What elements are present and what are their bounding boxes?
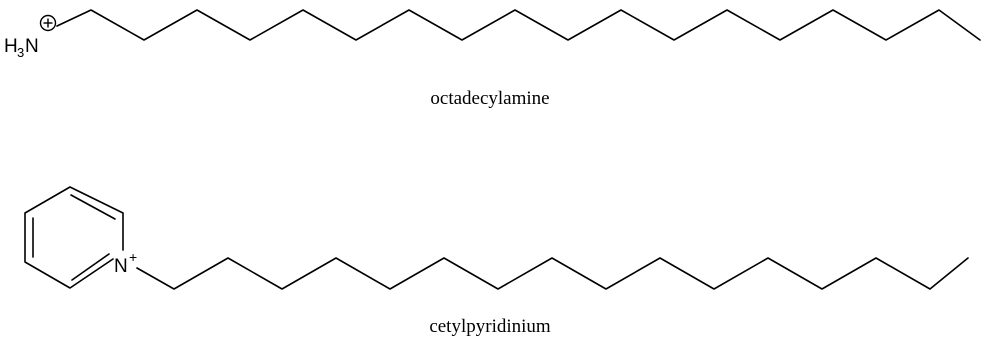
alkyl-chain-c18 xyxy=(56,9,981,41)
ammonium-head-group: H 3 N xyxy=(4,14,57,60)
ring-double-bond-top xyxy=(70,194,116,220)
pyridinium-ring xyxy=(24,186,124,289)
ring-bonds xyxy=(24,186,124,289)
ring-double-bond-bottom xyxy=(71,253,110,281)
pyridinium-nitrogen: N + xyxy=(114,249,137,277)
molecule-cetylpyridinium: N + cetylpyridinium xyxy=(24,186,969,337)
nitrogen-label: N xyxy=(114,256,128,277)
positive-charge-icon: + xyxy=(129,249,137,265)
alkyl-chain-c16 xyxy=(136,257,969,290)
molecule-octadecylamine: H 3 N octadecylamine xyxy=(4,9,981,109)
hydrogen-label: H xyxy=(4,36,18,57)
molecule-name-caption: octadecylamine xyxy=(430,88,549,109)
circled-plus-charge-icon xyxy=(39,14,57,32)
molecule-name-caption: cetylpyridinium xyxy=(429,316,551,337)
hydrogen-count-subscript: 3 xyxy=(17,45,24,60)
nitrogen-label: N xyxy=(25,36,39,57)
